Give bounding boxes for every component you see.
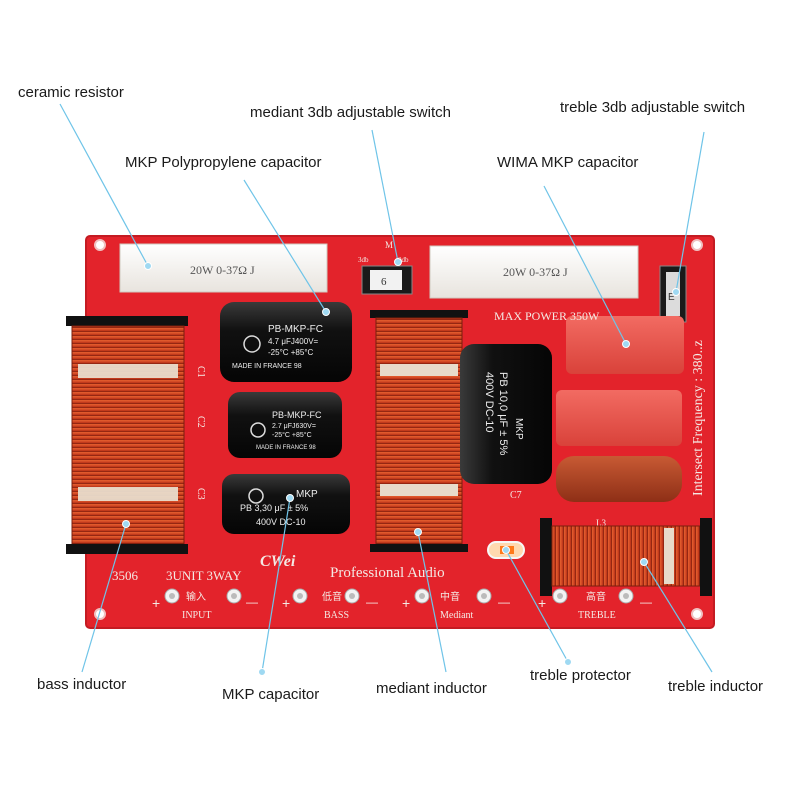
c7-silk: C7	[510, 490, 522, 501]
capacitor-c7: PB 10,0 μF ± 5% 400V DC-10 MKP C7	[460, 344, 552, 501]
callout-treble-inductor: treble inductor	[668, 678, 764, 695]
capacitor-c3: C3 MKP PB 3,30 μF ± 5% 400V DC-10	[195, 474, 350, 534]
wima-capacitor-2	[556, 390, 682, 446]
capacitor-c2: C2 PB-MKP-FC 2.7 μFJ630V= -25°C +85°C MA…	[195, 392, 342, 458]
mediant-switch-3db-label: 3db	[358, 256, 369, 264]
treble-switch-value: E	[668, 292, 675, 303]
c3-line1: MKP	[296, 489, 318, 500]
terminal-input: + 输入 INPUT —	[152, 588, 258, 621]
callout-dots	[122, 258, 680, 676]
bass-inductor	[66, 316, 188, 554]
treble-minus: —	[640, 595, 652, 609]
c3-line3: 400V DC-10	[256, 517, 306, 527]
units-label: 3UNIT 3WAY	[166, 568, 242, 583]
mediant-plus: +	[402, 595, 410, 611]
callout-treble-switch: treble 3db adjustable switch	[560, 99, 746, 116]
bass-minus: —	[366, 595, 378, 609]
resistor-1-label: 20W 0-37Ω J	[190, 263, 255, 277]
l3-silk: L3	[596, 518, 606, 528]
mediant-switch-value: 6	[381, 276, 387, 288]
c2-line4: MADE IN FRANCE 98	[256, 445, 316, 451]
c2-line3: -25°C +85°C	[272, 431, 312, 439]
callout-wima-capacitor: WIMA MKP capacitor	[497, 154, 639, 171]
resistor-2-label: 20W 0-37Ω J	[503, 265, 568, 279]
callout-lines	[59, 103, 713, 673]
mediant-switch-m-label: M	[385, 240, 393, 250]
callout-mkp-pp-capacitor: MKP Polypropylene capacitor	[125, 154, 322, 171]
c1-line4: MADE IN FRANCE 98	[232, 363, 302, 370]
mediant-minus: —	[498, 595, 510, 609]
ceramic-resistor-2: 20W 0-37Ω J	[429, 245, 639, 299]
callout-ceramic-resistor: ceramic resistor	[18, 84, 124, 101]
c1-line2: 4.7 μFJ400V=	[268, 337, 319, 346]
brand-label: Professional Audio	[330, 565, 445, 581]
callout-bass-inductor: bass inductor	[37, 676, 127, 693]
c7-line3: MKP	[513, 418, 524, 440]
terminal-bass: + 低音 BASS —	[282, 588, 378, 621]
treble-cn: 高音	[586, 590, 606, 603]
mediant-switch[interactable]: M 3db 0db 6	[358, 240, 413, 295]
callout-mediant-switch: mediant 3db adjustable switch	[250, 104, 451, 121]
callout-mediant-inductor: mediant inductor	[376, 680, 487, 697]
mediant-en: Mediant	[440, 610, 474, 621]
treble-en: TREBLE	[578, 610, 616, 621]
bass-en: BASS	[324, 610, 349, 621]
ceramic-resistor-1: 20W 0-37Ω J	[119, 243, 328, 293]
mediant-switch-0db-label: 0db	[398, 256, 409, 264]
treble-plus: +	[538, 595, 546, 611]
callout-mkp-capacitor: MKP capacitor	[222, 686, 320, 703]
mediant-inductor	[370, 310, 468, 552]
brown-capacitor	[556, 456, 682, 502]
input-minus: —	[246, 595, 258, 609]
c7-line2: 400V DC-10	[483, 372, 495, 433]
treble-inductor: L3	[540, 518, 712, 596]
mounting-holes	[94, 239, 703, 620]
c1-line3: -25°C +85°C	[268, 348, 314, 357]
input-plus: +	[152, 595, 160, 611]
terminal-mediant: + 中音 Mediant —	[402, 588, 510, 621]
terminal-treble: + 高音 TREBLE —	[538, 588, 652, 621]
callout-treble-protector: treble protector	[530, 667, 631, 684]
intersect-frequency-label: Intersect Frequency : 380..z	[691, 340, 706, 496]
mediant-cn: 中音	[440, 590, 460, 603]
c2-line1: PB-MKP-FC	[272, 410, 322, 420]
capacitor-c1: C1 PB-MKP-FC 4.7 μFJ400V= -25°C +85°C MA…	[195, 302, 352, 382]
c1-line1: PB-MKP-FC	[268, 324, 323, 335]
bass-plus: +	[282, 595, 290, 611]
c2-line2: 2.7 μFJ630V=	[272, 423, 316, 430]
max-power-label: MAX POWER 350W	[494, 309, 600, 323]
input-cn: 输入	[186, 590, 206, 603]
model-label: 3506	[112, 568, 139, 583]
c1-silk: C1	[195, 366, 206, 378]
brand-logo: CWei	[260, 553, 296, 570]
c3-silk: C3	[195, 488, 206, 500]
c2-silk: C2	[195, 416, 206, 428]
input-en: INPUT	[182, 610, 211, 621]
c3-line2: PB 3,30 μF ± 5%	[240, 503, 308, 513]
bass-cn: 低音	[322, 590, 342, 603]
c7-line1: PB 10,0 μF ± 5%	[497, 372, 509, 456]
